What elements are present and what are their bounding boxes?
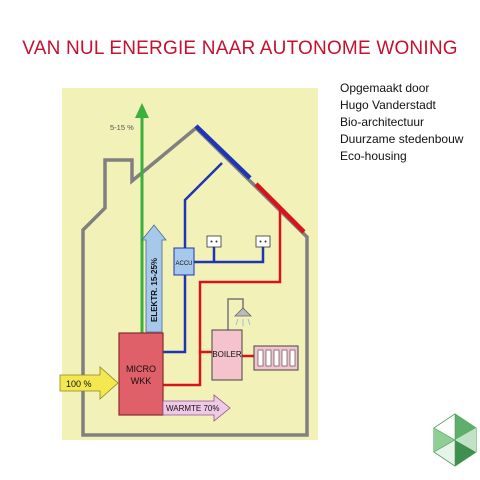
electric-line-from-wkk	[163, 275, 187, 354]
heat-line-from-panel	[163, 206, 282, 387]
credit-line: Duurzame stedenbouw	[340, 132, 464, 146]
socket-icon	[206, 235, 222, 248]
electric-line-to-sockets	[194, 247, 265, 264]
eco-housing-logo	[429, 410, 480, 470]
shower-icon	[234, 307, 252, 326]
micro-wkk-label-line1: MICRO	[126, 364, 156, 374]
socket-icon	[255, 235, 271, 248]
credit-line: Hugo Vanderstadt	[340, 98, 436, 112]
credit-line: Eco-housing	[340, 149, 407, 163]
electric-output-arrow: ELEKTR. 15-25%	[141, 224, 167, 333]
slide-title: VAN NUL ENERGIE NAAR AUTONOME WONING	[22, 38, 458, 59]
house-outline	[81, 125, 309, 437]
battery-box	[173, 247, 195, 276]
heat-output-arrow: WARMTE 70%	[162, 394, 231, 422]
radiator-icon	[253, 345, 299, 371]
shower-pipe	[227, 298, 244, 330]
credits-list: Opgemaakt door Hugo Vanderstadt Bio-arch…	[340, 80, 463, 165]
micro-wkk-label-line2: WKK	[131, 376, 152, 386]
boiler-label: BOILER	[212, 350, 242, 359]
electric-line-to-panel	[183, 162, 223, 248]
input-energy-arrow: 100 %	[59, 366, 119, 400]
credit-line: Opgemaakt door	[340, 81, 430, 95]
heat-output-label: WARMTE 70%	[166, 404, 220, 413]
input-energy-label: 100 %	[66, 379, 92, 389]
solar-panel-electric	[194, 124, 252, 180]
exhaust-arrow-head	[135, 103, 149, 118]
boiler-box	[211, 329, 243, 381]
electric-output-label: ELEKTR. 15-25%	[150, 258, 159, 322]
credit-line: Bio-architectuur	[340, 115, 425, 129]
micro-wkk-unit	[118, 332, 164, 416]
battery-label: ACCU	[175, 261, 192, 267]
chimney-loss-label: 5-15 %	[110, 123, 134, 132]
